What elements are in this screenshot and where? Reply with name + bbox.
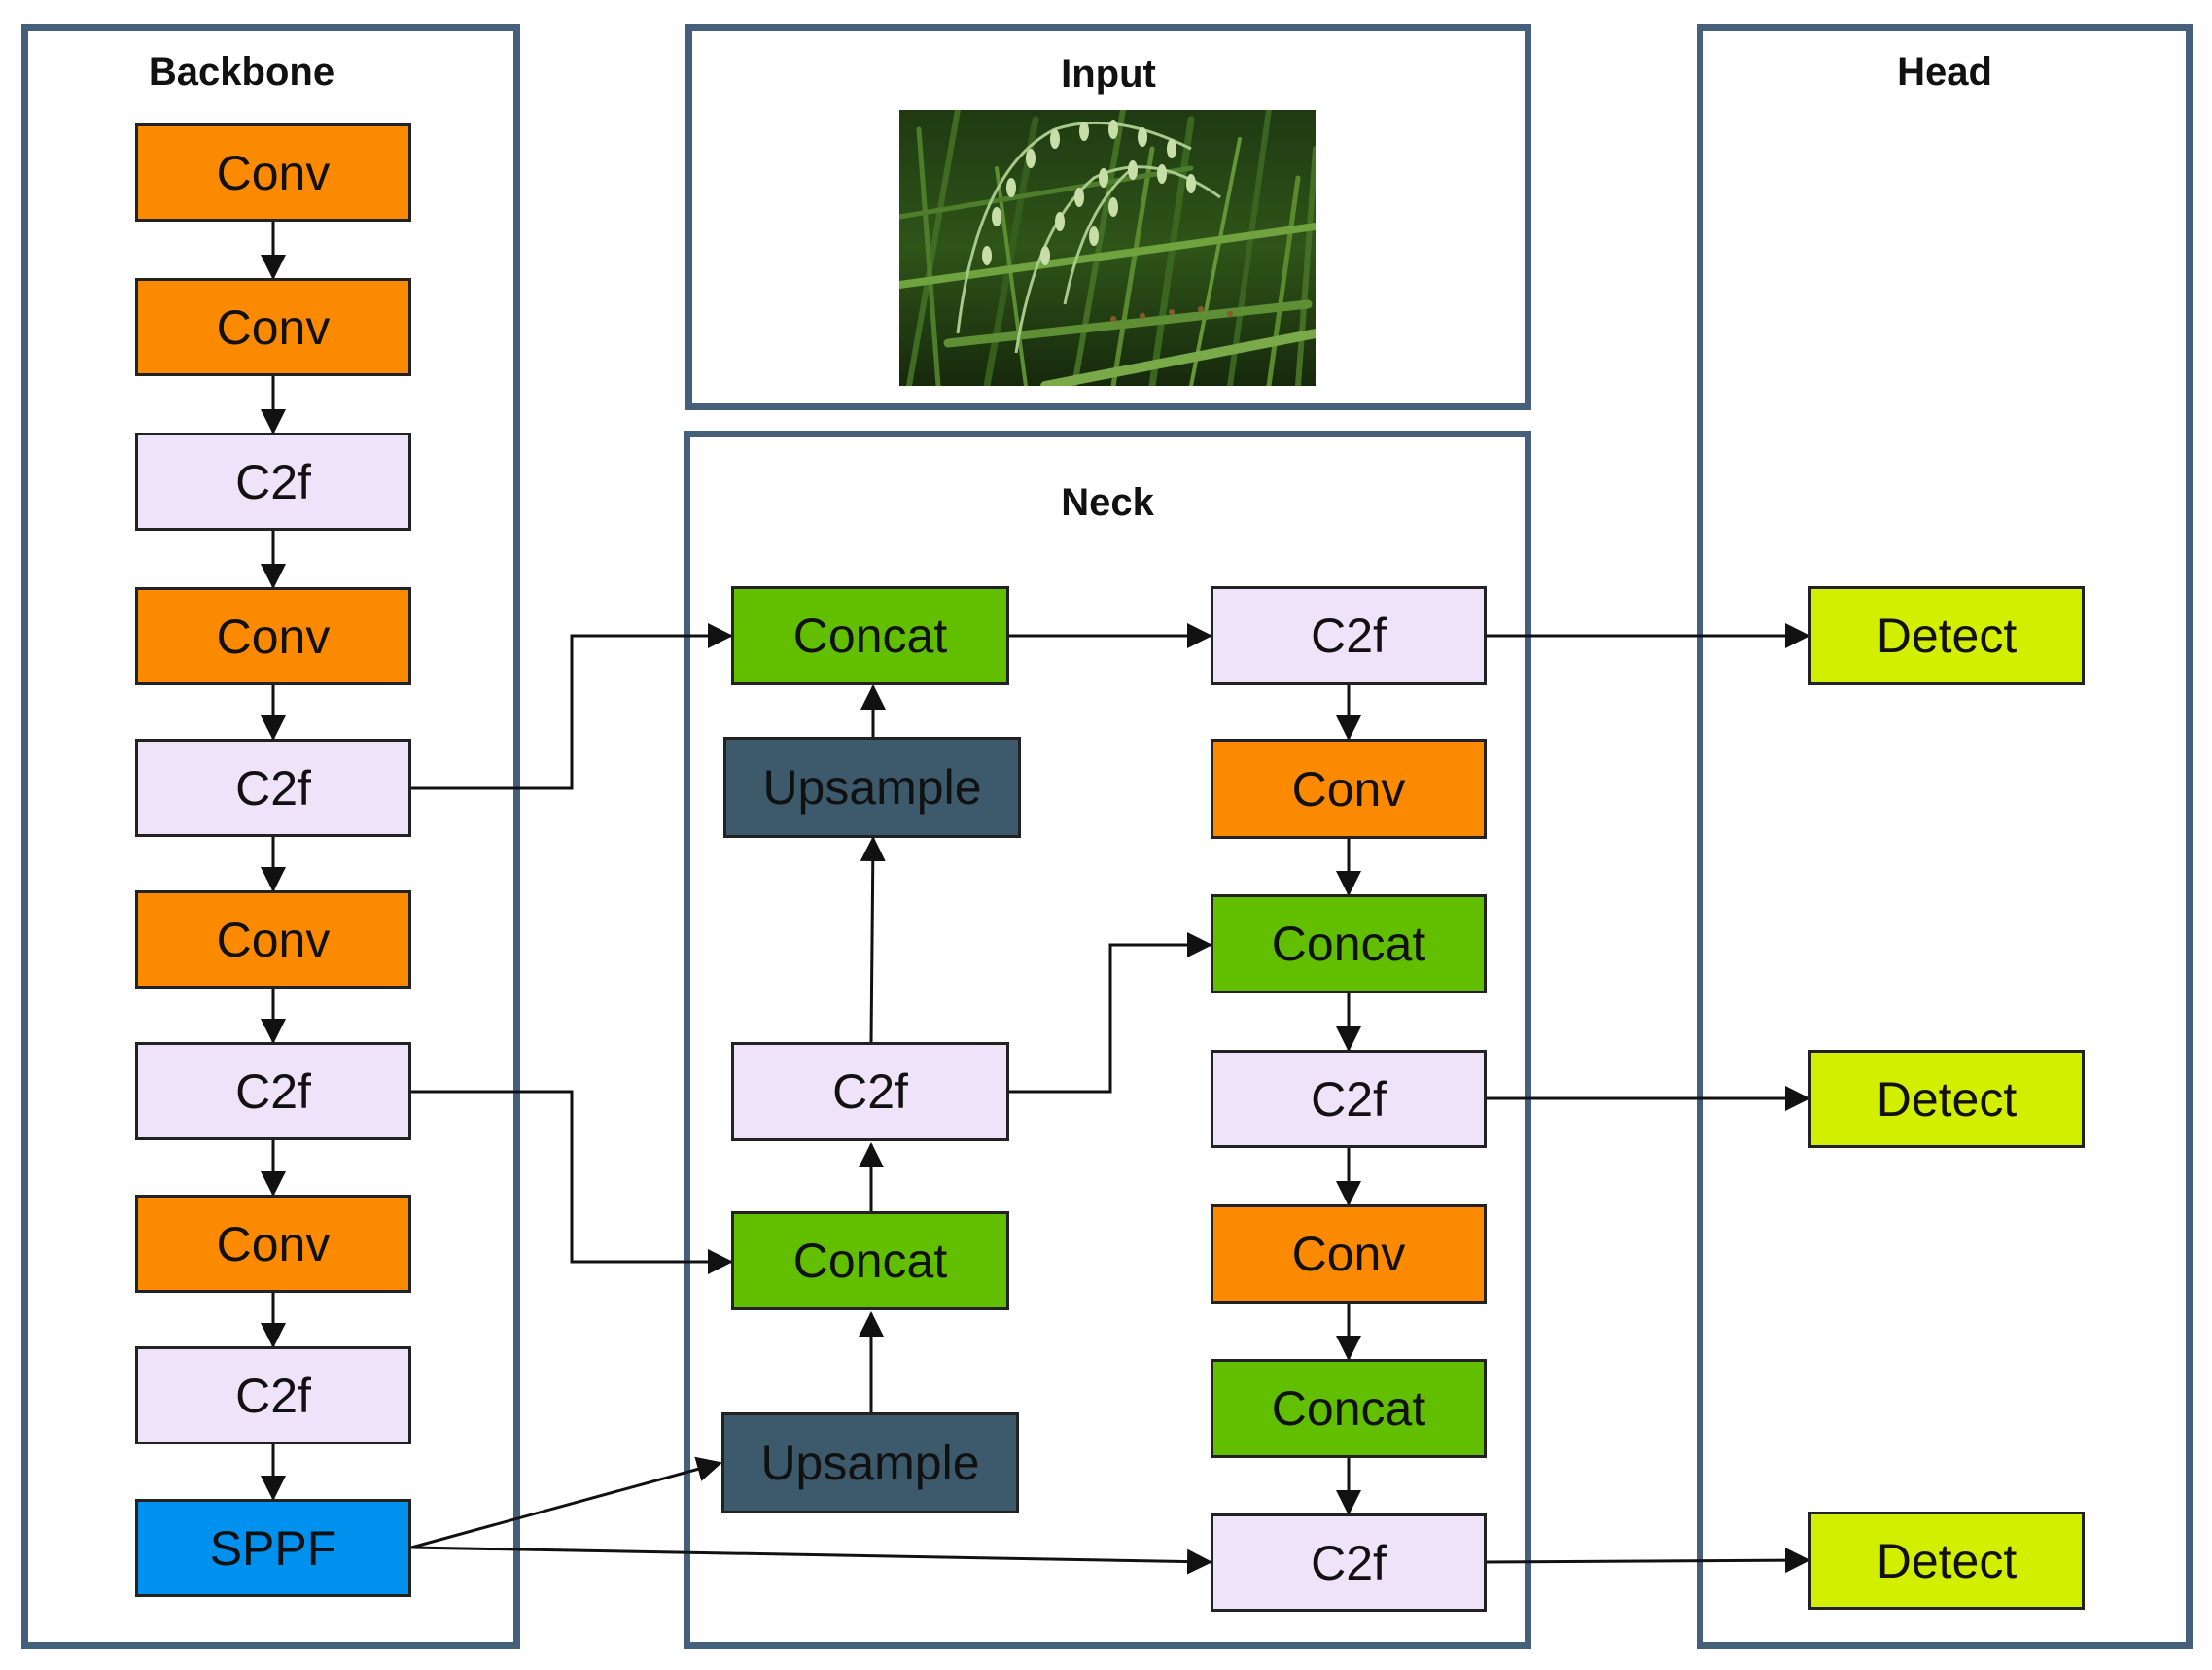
neck-upsample-bottom: Upsample <box>721 1412 1019 1513</box>
head-panel: Head <box>1697 24 2193 1649</box>
backbone-c2f-3: C2f <box>135 1042 411 1140</box>
backbone-title: Backbone <box>148 51 335 93</box>
rice-plant-illustration <box>899 110 1316 386</box>
neck-concat-top: Concat <box>731 586 1009 685</box>
backbone-c2f-1: C2f <box>135 433 411 531</box>
input-title: Input <box>1061 52 1156 95</box>
arrow-sppf-to-upsample <box>410 1456 722 1549</box>
neck-c2f-right-2: C2f <box>1211 1050 1487 1148</box>
neck-upsample-top: Upsample <box>723 737 1021 838</box>
input-image <box>899 110 1316 386</box>
backbone-conv-4: Conv <box>135 890 411 989</box>
arrow-sppf-to-c2f-bottom <box>410 1546 1212 1575</box>
arrow-c2f-to-upsample <box>860 836 886 1043</box>
neck-title: Neck <box>1061 481 1154 524</box>
arrow-c2f-to-concat-top <box>411 623 733 790</box>
head-title: Head <box>1897 51 1992 93</box>
arrow-c2f-to-concat-bottom <box>411 1090 733 1274</box>
neck-concat-right-1: Concat <box>1211 894 1487 993</box>
neck-concat-right-2: Concat <box>1211 1359 1487 1458</box>
head-detect-3: Detect <box>1808 1512 2085 1610</box>
neck-c2f-left: C2f <box>731 1042 1009 1141</box>
head-detect-1: Detect <box>1808 586 2085 685</box>
backbone-conv-5: Conv <box>135 1195 411 1293</box>
arrow-c2f-to-concat-right <box>1009 932 1212 1094</box>
backbone-c2f-4: C2f <box>135 1346 411 1444</box>
neck-conv-right-2: Conv <box>1211 1204 1487 1304</box>
neck-concat-bottom: Concat <box>731 1211 1009 1310</box>
neck-c2f-right-1: C2f <box>1211 586 1487 685</box>
backbone-conv-1: Conv <box>135 123 411 222</box>
neck-conv-right-1: Conv <box>1211 739 1487 839</box>
backbone-conv-2: Conv <box>135 278 411 376</box>
backbone-sppf: SPPF <box>135 1499 411 1597</box>
backbone-conv-3: Conv <box>135 587 411 685</box>
arrow-to-detect-3 <box>1486 1548 1810 1574</box>
head-detect-2: Detect <box>1808 1050 2085 1148</box>
neck-c2f-right-3: C2f <box>1211 1513 1487 1612</box>
backbone-c2f-2: C2f <box>135 739 411 837</box>
